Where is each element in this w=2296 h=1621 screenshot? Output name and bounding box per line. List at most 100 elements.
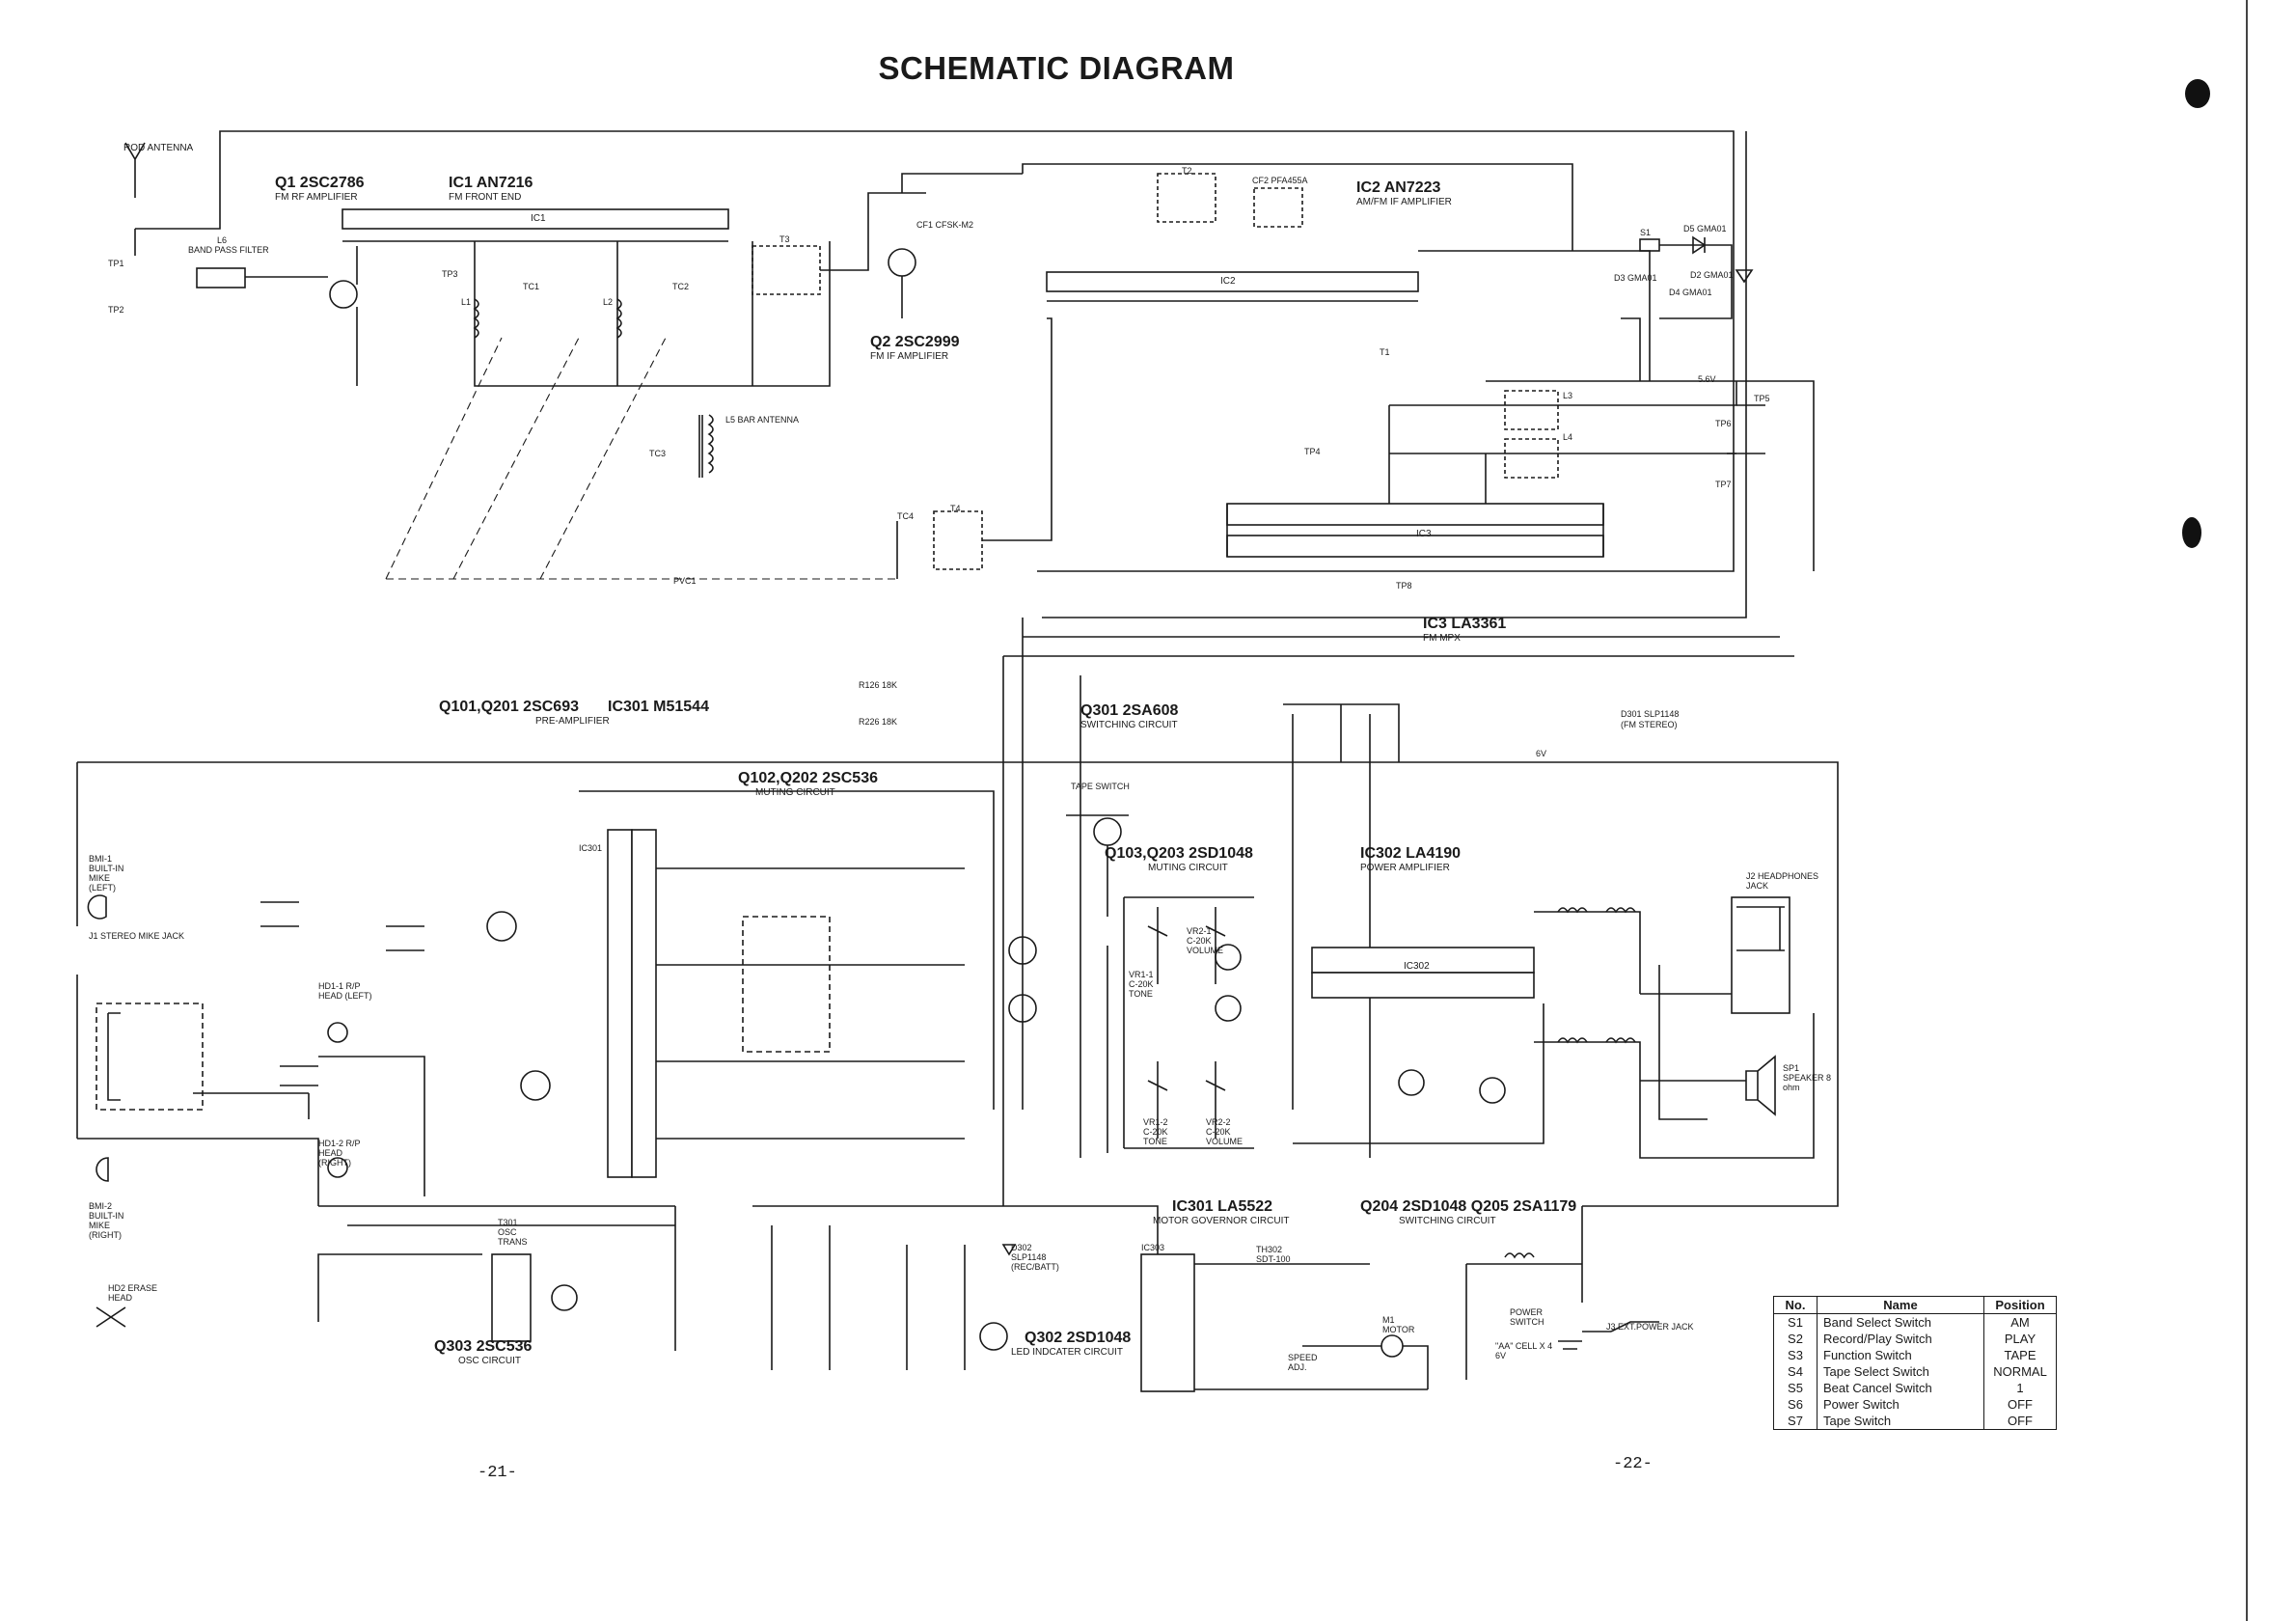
tape-switch-label: TAPE SWITCH [1071, 782, 1130, 791]
sp1-speaker-symbol [1745, 1055, 1776, 1116]
aa-cell-label: "AA" CELL X 4 6V [1495, 1341, 1553, 1360]
switch-no: S5 [1773, 1380, 1818, 1396]
switch-no: S4 [1773, 1363, 1818, 1380]
t2-label: T2 [1182, 166, 1192, 176]
ic3-title: IC3 LA3361 [1423, 616, 1507, 632]
m1-motor [1380, 1334, 1404, 1358]
ic1-title: IC1 AN7216 [449, 175, 533, 191]
switch-position: OFF [1983, 1396, 2057, 1413]
switch-position: TAPE [1983, 1347, 2057, 1363]
switch-name: Tape Switch [1817, 1413, 1984, 1430]
q301-transistor [1093, 817, 1122, 846]
vr2-1-pot [1205, 907, 1226, 984]
q2-title: Q2 2SC2999 [870, 334, 960, 350]
ic2-subtitle: AM/FM IF AMPLIFIER [1356, 197, 1452, 207]
q204-subtitle: SWITCHING CIRCUIT [1399, 1216, 1496, 1226]
j3-ext-power-jack [1610, 1321, 1659, 1333]
d301-sublabel: (FM STEREO) [1621, 720, 1678, 729]
vr1-2-pot [1147, 1061, 1168, 1139]
q301-title: Q301 2SA608 [1080, 702, 1179, 719]
lower-section-frame [77, 761, 1839, 1207]
rail-6v-label: 6V [1536, 749, 1547, 758]
vr1-1-label: VR1-1 C-20K TONE [1129, 970, 1154, 999]
j1-jack-body [96, 1003, 204, 1111]
vr1-2-label: VR1-2 C-20K TONE [1143, 1117, 1168, 1146]
q303-subtitle: OSC CIRCUIT [458, 1356, 521, 1366]
q303-transistor [551, 1284, 578, 1311]
ic3-label: IC3 [1416, 529, 1432, 539]
hd2-label: HD2 ERASE HEAD [108, 1283, 158, 1303]
bmi1-label: BMI-1 BUILT-IN MIKE (LEFT) [89, 854, 124, 893]
t2-transformer [1157, 173, 1216, 223]
t3-label: T3 [779, 234, 790, 244]
j2-headphone-jack [1731, 896, 1790, 1014]
tp4-label: TP4 [1304, 447, 1321, 456]
s1-switch [1639, 238, 1660, 252]
switch-no: S7 [1773, 1413, 1818, 1430]
sp1-label: SP1 SPEAKER 8 ohm [1783, 1063, 1832, 1092]
switch-no: S1 [1773, 1313, 1818, 1331]
tc4-label: TC4 [897, 511, 915, 521]
t4-transformer [933, 510, 983, 570]
band-pass-filter [196, 267, 246, 288]
s1-label: S1 [1640, 228, 1652, 237]
d302-led [1001, 1244, 1017, 1256]
tp3-label: TP3 [442, 269, 458, 279]
d2-label: D2 GMA01 [1690, 270, 1734, 280]
q303-title: Q303 2SC536 [434, 1338, 533, 1355]
q101-subtitle: PRE-AMPLIFIER [535, 716, 610, 727]
d5-label: D5 GMA01 [1683, 224, 1727, 234]
l201-inductor [1557, 1037, 1588, 1044]
l101-inductor [1557, 907, 1588, 914]
switch-no: S6 [1773, 1396, 1818, 1413]
hd1-2-head [327, 1157, 348, 1178]
vr2-2-pot [1205, 1061, 1226, 1139]
q2-transistor [888, 248, 916, 277]
rod-antenna-symbol [124, 142, 146, 198]
bmi2-label: BMI-2 BUILT-IN MIKE (RIGHT) [89, 1201, 124, 1240]
ic302-subtitle: POWER AMPLIFIER [1360, 863, 1450, 873]
col-name-header: Name [1817, 1296, 1984, 1314]
binder-hole-middle [2182, 517, 2201, 548]
switch-name: Tape Select Switch [1817, 1363, 1984, 1380]
ic1-label: IC1 [531, 213, 546, 224]
bmi2-mic-symbol [96, 1157, 109, 1182]
page-edge-line [2246, 0, 2248, 1621]
ic302-title: IC302 LA4190 [1360, 845, 1462, 862]
q1-title: Q1 2SC2786 [275, 175, 365, 191]
th302-label: TH302 SDT-100 [1256, 1245, 1291, 1264]
q2-subtitle: FM IF AMPLIFIER [870, 351, 949, 362]
switch-position: 1 [1983, 1380, 2057, 1396]
q302-title: Q302 2SD1048 [1025, 1330, 1132, 1346]
ic2-label: IC2 [1220, 276, 1236, 287]
ic1-body [342, 208, 729, 230]
tp2-label: TP2 [108, 305, 124, 315]
pvc1-label: PVC1 [673, 576, 697, 586]
col-no-header: No. [1773, 1296, 1818, 1314]
ic301-label: IC301 [579, 843, 603, 853]
q101-transistor [486, 911, 517, 942]
d2-diode [1735, 269, 1754, 284]
tp8-label: TP8 [1396, 581, 1412, 591]
q1-transistor [329, 280, 358, 309]
l4-coil-box [1504, 438, 1559, 479]
binder-hole-top [2185, 79, 2210, 108]
ic3-subtitle: FM MPX [1423, 633, 1461, 644]
tp6-label: TP6 [1715, 419, 1732, 428]
switch-position: OFF [1983, 1413, 2057, 1430]
t301-transformer [491, 1253, 532, 1342]
switch-table-header: No. Name Position [1773, 1296, 2057, 1314]
ic303-label: IC303 [1141, 1243, 1165, 1252]
d3-label: D3 GMA01 [1614, 273, 1657, 283]
hd2-erase-head [96, 1306, 126, 1328]
pvc1-gang-line [385, 337, 897, 580]
q201-transistor [520, 1070, 551, 1101]
